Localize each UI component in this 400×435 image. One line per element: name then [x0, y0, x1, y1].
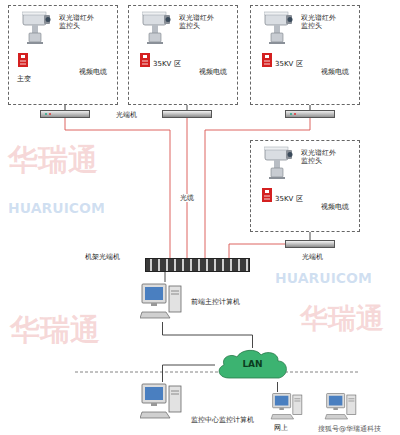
node-label: 35KV 区 [153, 60, 181, 68]
rack-terminal: 机架光端机 [145, 258, 250, 272]
node-label: 光端机 [301, 253, 324, 261]
computer: 前端主控计算机 [140, 282, 185, 322]
node-label: 前端主控计算机 [190, 298, 241, 306]
watermark: HUARUICOM [275, 270, 372, 286]
node-label: 双光谱红外监控头 [301, 14, 338, 30]
edge-label: 光缆 [179, 194, 195, 202]
node-label: LAN [215, 359, 290, 369]
node-label: 双光谱红外监控头 [301, 149, 338, 165]
node-label: 光端机 [115, 111, 138, 119]
node-label: 35KV 区 [275, 60, 303, 68]
optical-terminal: 光端机 [162, 110, 212, 118]
fiber-line [229, 244, 285, 258]
lan-cloud: LAN [215, 348, 290, 382]
fiber-line [187, 118, 188, 258]
site-region: 双光谱红外监控头 35KV 区视频电缆 [250, 5, 360, 105]
node-label: 主变 [17, 75, 31, 83]
node-label: 视频电缆 [199, 68, 227, 76]
cable-line [165, 272, 166, 282]
cable-line [163, 322, 253, 348]
node-label: 网上 [273, 424, 289, 432]
node-label: 视频电缆 [79, 68, 107, 76]
site-region: 双光谱红外监控头 35KV 区视频电缆 [250, 140, 360, 232]
watermark: 华瑞通 [8, 140, 98, 181]
watermark: 华瑞通 [300, 300, 384, 338]
site-region: 双光谱红外监控头 35KV 区视频电缆 [128, 5, 238, 105]
watermark: 华瑞通 [10, 310, 100, 351]
node-label: 监控中心监控计算机 [190, 416, 255, 424]
cable-line [163, 365, 216, 382]
source-note: 搜狐号@华瑞通科技 [318, 424, 381, 434]
node-label: 双光谱红外监控头 [179, 14, 216, 30]
node-label: 视频电缆 [321, 203, 349, 211]
node-label: 机架光端机 [84, 253, 121, 261]
node-label: 视频电缆 [321, 68, 349, 76]
node-label: 双光谱红外监控头 [59, 14, 96, 30]
cable-line [277, 382, 278, 392]
site-region: 双光谱红外监控头主变 视频电缆 [8, 5, 118, 105]
optical-terminals [41, 111, 335, 118]
node-label: 35KV 区 [275, 195, 303, 203]
equipment-icons [18, 53, 272, 202]
computer-group: 网上 [265, 392, 365, 422]
optical-terminal: 光端机 [285, 240, 335, 248]
computer: 监控中心监控计算机 [140, 382, 185, 422]
watermark: HUARUICOM [8, 200, 105, 216]
cable-line [310, 232, 311, 240]
